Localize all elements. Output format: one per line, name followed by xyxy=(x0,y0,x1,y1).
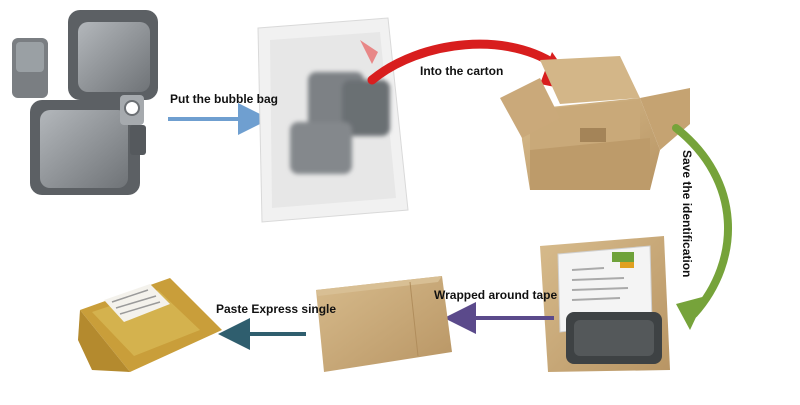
step-label-save-identification: Save the identification xyxy=(680,150,694,278)
carton-with-part-image xyxy=(540,236,670,372)
ignition-coil-image xyxy=(12,10,158,195)
closed-carton-image xyxy=(316,276,452,372)
arrow-save-identification-head xyxy=(676,296,706,330)
arrow-save-identification xyxy=(672,124,732,318)
bubble-bag-image xyxy=(257,17,409,223)
taped-parcel-image xyxy=(78,278,222,372)
open-carton-image xyxy=(500,56,690,190)
step-label-put-bubble-bag: Put the bubble bag xyxy=(170,92,278,106)
arrow-into-carton xyxy=(367,39,565,85)
step-label-paste-express: Paste Express single xyxy=(216,302,337,316)
step-label-wrapped-tape: Wrapped around tape xyxy=(434,288,558,302)
step-label-into-carton: Into the carton xyxy=(420,64,504,78)
